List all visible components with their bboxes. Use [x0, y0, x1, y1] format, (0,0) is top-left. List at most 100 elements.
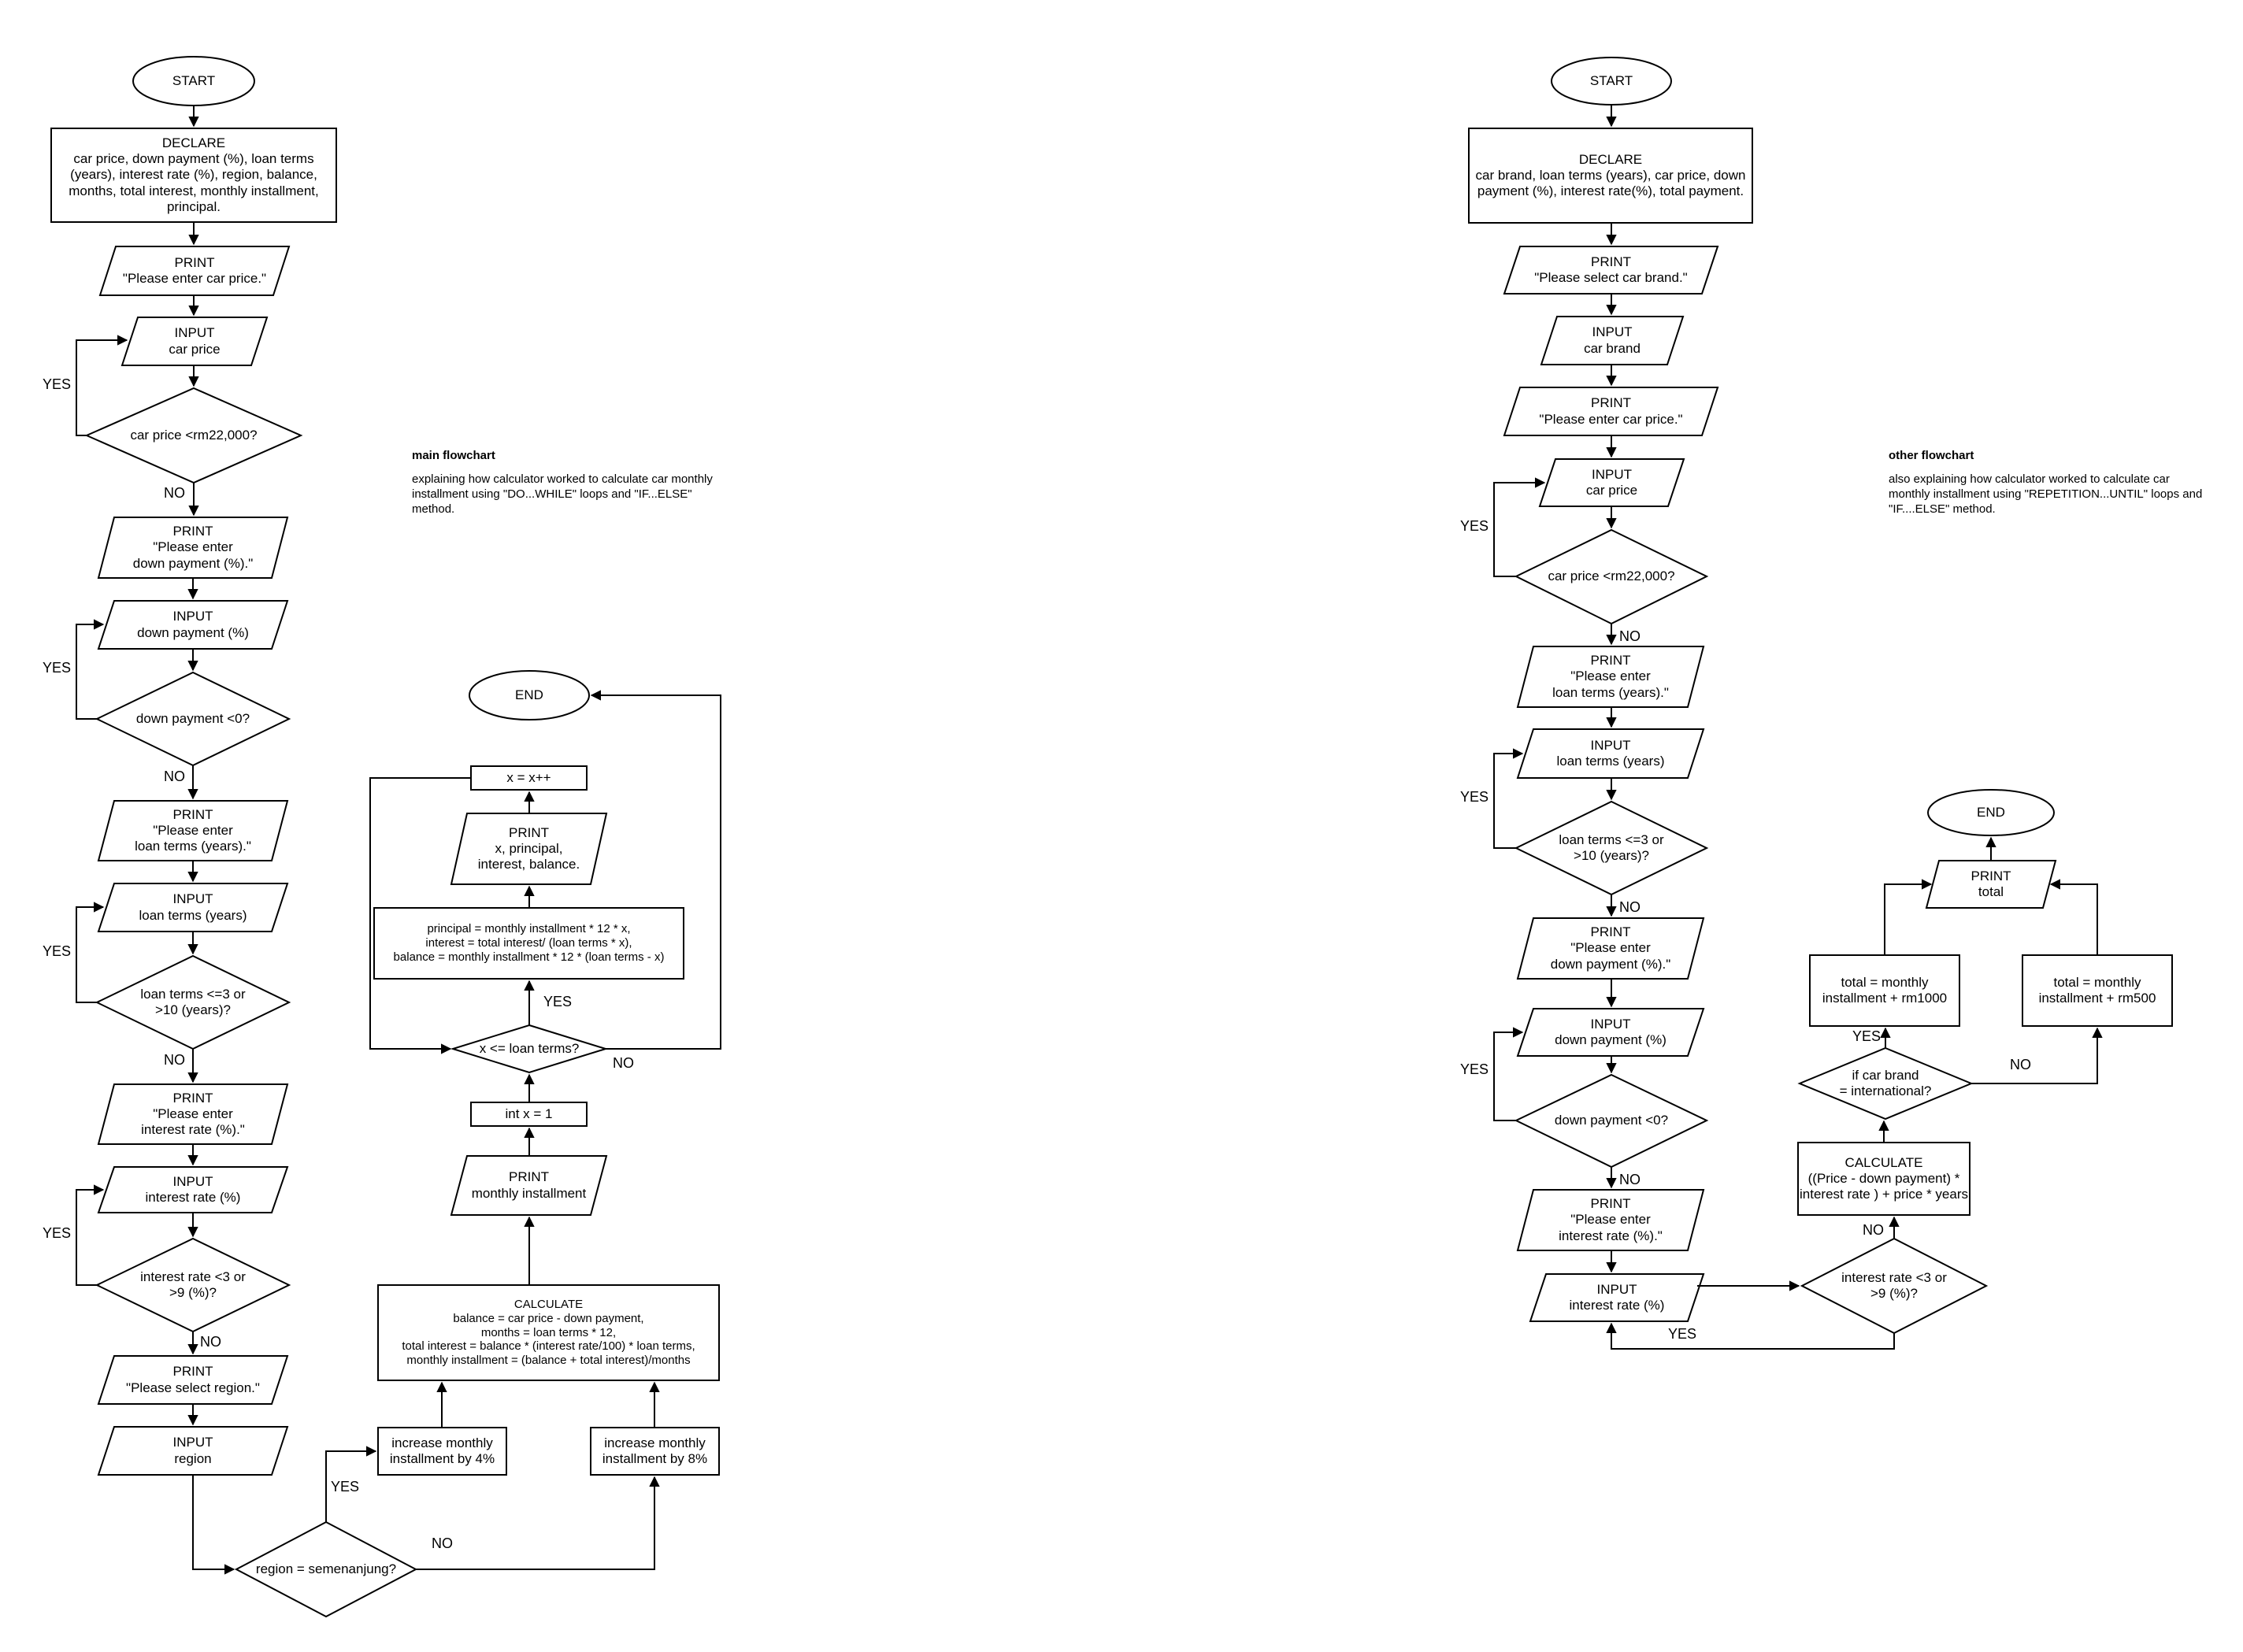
print-interest-io-shape-left	[97, 1083, 289, 1145]
assign-process-shape-left	[373, 907, 684, 980]
print-down-payment-io-shape-left	[97, 517, 289, 579]
total-rm500-process-shape-right	[2022, 954, 2173, 1027]
declare-process-shape-right	[1468, 128, 1753, 224]
increase-8-process-shape-left	[590, 1427, 720, 1476]
x-increment-process-left: x = x++	[506, 769, 551, 785]
edge-yes-cp-right	[1493, 477, 1546, 577]
print-down-payment-right: PRINT "Please enter down payment (%)."	[1550, 924, 1671, 972]
car-brand-decision-right: if car brand = international?	[1839, 1067, 1932, 1098]
car-brand-decision-shape-right	[1797, 1046, 1974, 1120]
calculate-process-right: CALCULATE ((Price - down payment) * inte…	[1800, 1154, 1969, 1202]
input-region-left: INPUT region	[172, 1435, 213, 1466]
down-payment-decision-left: down payment <0?	[135, 710, 250, 726]
edge-label-no-car-price-left: NO	[164, 485, 185, 501]
print-loan-terms-right: PRINT "Please enter loan terms (years)."	[1552, 653, 1669, 700]
end-terminator-shape-left	[469, 670, 590, 720]
print-x-left: PRINT x, principal, interest, balance.	[477, 824, 580, 872]
annotation-title-right: other flowchart	[1889, 449, 1974, 462]
car-price-decision-right: car price <rm22,000?	[1548, 569, 1675, 584]
print-monthly-left: PRINT monthly installment	[471, 1169, 587, 1201]
edge-yes-ir-right	[1606, 1322, 1895, 1350]
edge-label-yes-region-left: YES	[331, 1479, 360, 1495]
connectors-left	[76, 106, 721, 1575]
start-terminator-right: START	[1589, 72, 1633, 88]
input-interest-io-shape-left	[97, 1166, 289, 1213]
print-down-payment-io-shape-right	[1516, 917, 1705, 980]
declare-process-left: DECLARE car price, down payment (%), loa…	[69, 135, 319, 214]
total-rm500-process-right: total = monthly installment + rm500	[2038, 974, 2156, 1006]
print-car-price-io-shape-right	[1503, 387, 1719, 436]
edge-label-no-down-payment-left: NO	[164, 769, 185, 784]
print-interest-left: PRINT "Please enter interest rate (%)."	[141, 1090, 245, 1138]
edge-input-dec-region-left	[192, 1475, 235, 1575]
input-car-price-left: INPUT car price	[169, 325, 221, 357]
input-car-price-io-shape-left	[120, 317, 269, 366]
print-loan-terms-left: PRINT "Please enter loan terms (years)."	[135, 806, 251, 854]
print-total-io-shape-right	[1925, 860, 2057, 909]
edge-no-x-end-left	[590, 690, 721, 1050]
end-terminator-shape-right	[1927, 789, 2055, 836]
edge-label-yes-interest-left: YES	[42, 1225, 71, 1241]
edge-yes-lt-right	[1493, 748, 1524, 849]
increase-4-process-shape-left	[377, 1427, 507, 1476]
edge-yes-dp-right	[1493, 1027, 1524, 1121]
print-car-brand-right: PRINT "Please select car brand."	[1534, 254, 1688, 285]
edge-yes-region-left	[325, 1446, 377, 1522]
loan-terms-decision-left: loan terms <=3 or >10 (years)?	[140, 986, 246, 1017]
edge-label-no-car-price-right: NO	[1619, 628, 1641, 644]
car-price-decision-left: car price <rm22,000?	[130, 427, 258, 443]
edge-yes-dp-left	[76, 619, 105, 720]
down-payment-decision-right: down payment <0?	[1554, 1113, 1669, 1128]
total-rm1000-process-right: total = monthly installment + rm1000	[1822, 974, 1948, 1006]
edge-label-no-x-loop-left: NO	[613, 1055, 634, 1071]
input-loan-terms-io-shape-right	[1516, 728, 1705, 779]
print-loan-terms-io-shape-left	[97, 800, 289, 861]
edge-label-no-loan-terms-left: NO	[164, 1052, 185, 1068]
assign-process-left: principal = monthly installment * 12 * x…	[393, 922, 665, 964]
loan-terms-decision-right: loan terms <=3 or >10 (years)?	[1559, 832, 1664, 863]
region-decision-shape-left	[234, 1521, 418, 1618]
print-car-price-left: PRINT "Please enter car price."	[122, 254, 267, 286]
interest-decision-left: interest rate <3 or >9 (%)?	[140, 1269, 246, 1300]
increase-8-process-left: increase monthly installment by 8%	[602, 1435, 708, 1466]
print-down-payment-left: PRINT "Please enter down payment (%)."	[132, 524, 254, 571]
edge-yes-cp-left	[76, 335, 128, 436]
x-loop-decision-shape-left	[450, 1024, 609, 1074]
input-car-brand-io-shape-right	[1540, 316, 1685, 365]
start-terminator-left: START	[172, 72, 216, 88]
calculate-process-shape-left	[377, 1284, 720, 1381]
edge-label-no-interest-left: NO	[200, 1334, 221, 1350]
print-car-brand-io-shape-right	[1503, 246, 1719, 294]
print-monthly-io-shape-left	[450, 1155, 608, 1216]
edge-rm1000-print-total-right	[1884, 879, 1933, 955]
x-loop-decision-left: x <= loan terms?	[479, 1040, 580, 1056]
print-interest-io-shape-right	[1516, 1189, 1705, 1251]
shapes-left	[50, 56, 720, 1618]
edge-label-yes-down-payment-left: YES	[42, 660, 71, 676]
edge-label-yes-car-price-left: YES	[42, 376, 71, 392]
edge-label-yes-x-loop-left: YES	[543, 994, 573, 1009]
edge-yes-ir-left	[76, 1184, 105, 1286]
end-terminator-right: END	[1977, 804, 2005, 820]
edge-label-yes-car-brand-right: YES	[1852, 1028, 1881, 1044]
input-down-payment-right: INPUT down payment (%)	[1555, 1016, 1666, 1047]
print-total-right: PRINT total	[1971, 868, 2011, 899]
edge-no-brand-rm500-right	[1971, 1027, 2103, 1084]
input-car-price-io-shape-right	[1538, 458, 1685, 507]
input-interest-left: INPUT interest rate (%)	[145, 1173, 241, 1205]
input-loan-terms-right: INPUT loan terms (years)	[1556, 737, 1665, 769]
edge-label-yes-down-payment-right: YES	[1459, 1061, 1489, 1077]
interest-decision-right: interest rate <3 or >9 (%)?	[1841, 1269, 1947, 1301]
edge-no-region-left	[416, 1476, 660, 1570]
edge-label-no-loan-terms-right: NO	[1619, 899, 1641, 915]
input-down-payment-io-shape-right	[1516, 1008, 1705, 1057]
print-car-price-right: PRINT "Please enter car price."	[1539, 395, 1683, 427]
input-loan-terms-left: INPUT loan terms (years)	[139, 891, 247, 923]
declare-process-right: DECLARE car brand, loan terms (years), c…	[1475, 151, 1746, 199]
input-down-payment-left: INPUT down payment (%)	[137, 609, 249, 640]
print-loan-terms-io-shape-right	[1516, 646, 1705, 708]
declare-process-shape-left	[50, 128, 337, 223]
print-region-io-shape-left	[97, 1355, 289, 1405]
